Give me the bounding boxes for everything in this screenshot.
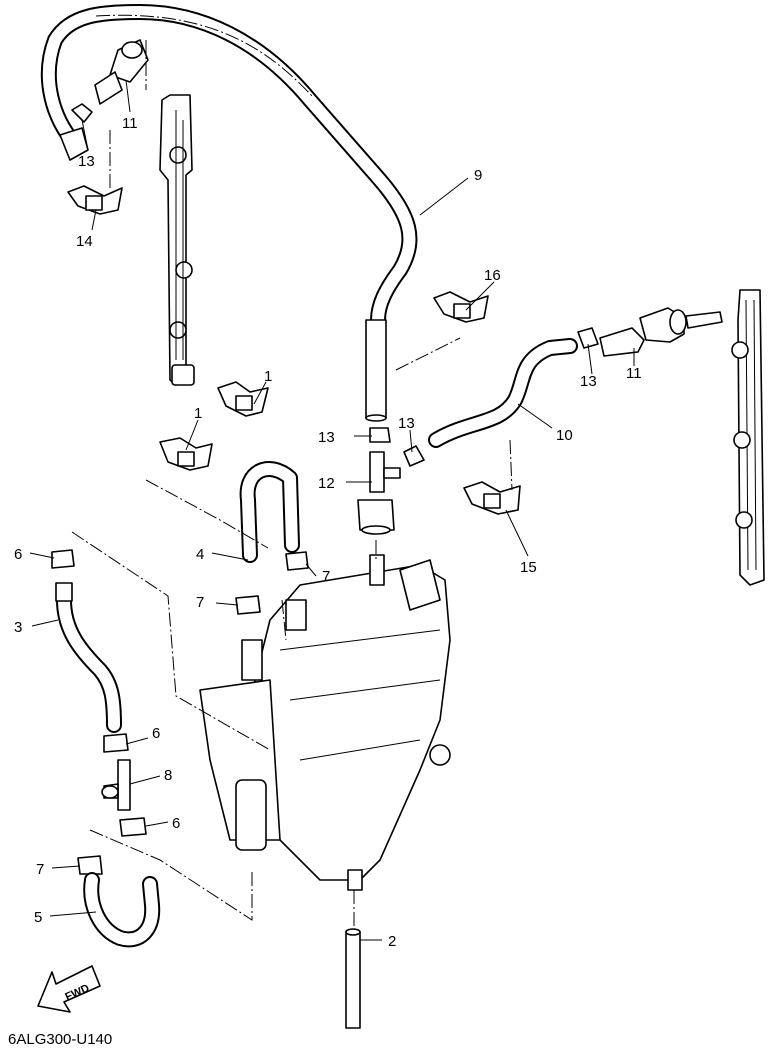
clamps-7-right bbox=[235, 551, 309, 615]
pipe-2 bbox=[345, 928, 361, 1029]
callout-6c: 6 bbox=[172, 815, 180, 832]
clamp-6-mid bbox=[103, 733, 129, 753]
callout-11b: 11 bbox=[626, 365, 642, 382]
hose-10 bbox=[428, 338, 578, 448]
callout-6a: 6 bbox=[14, 546, 22, 563]
callout-10: 10 bbox=[556, 427, 573, 444]
clamps-1 bbox=[159, 381, 269, 471]
callout-9: 9 bbox=[474, 167, 482, 184]
clamp-6-top bbox=[51, 549, 75, 569]
callout-13c: 13 bbox=[318, 429, 335, 446]
callout-15: 15 bbox=[520, 559, 537, 576]
callout-6b: 6 bbox=[152, 725, 160, 742]
hose-3 bbox=[55, 582, 122, 733]
callout-13a: 13 bbox=[78, 153, 95, 170]
fwd-arrow-icon: FWD bbox=[37, 965, 101, 1013]
left-fuel-rail bbox=[159, 94, 195, 386]
top-left-holder-14 bbox=[67, 185, 123, 215]
clips-13-right bbox=[369, 327, 599, 467]
clamp-7-left bbox=[77, 855, 103, 875]
callout-4: 4 bbox=[196, 546, 204, 563]
clamp-6-low bbox=[119, 817, 147, 837]
assembly-lines bbox=[71, 14, 513, 930]
callout-11a: 11 bbox=[122, 115, 138, 132]
top-left-connector-11 bbox=[94, 39, 149, 105]
callout-labels: 1 1 2 3 4 5 6 6 6 7 7 7 8 9 10 11 11 12 … bbox=[14, 115, 642, 950]
holder-15 bbox=[463, 481, 521, 515]
callout-7a: 7 bbox=[322, 568, 330, 585]
upper-left-hose bbox=[40, 4, 418, 422]
leader-lines bbox=[29, 79, 635, 941]
hose-5 bbox=[83, 872, 161, 948]
right-fuel-rail bbox=[731, 289, 765, 586]
joint-12 bbox=[357, 451, 401, 535]
callout-2: 2 bbox=[388, 933, 396, 950]
joint-8 bbox=[101, 759, 131, 811]
right-connector-11 bbox=[599, 307, 723, 357]
callout-7c: 7 bbox=[36, 861, 44, 878]
callout-7b: 7 bbox=[196, 594, 204, 611]
callout-12: 12 bbox=[318, 475, 335, 492]
hose-4 bbox=[239, 461, 300, 563]
callout-14: 14 bbox=[76, 233, 93, 250]
top-left-clip-13 bbox=[71, 103, 93, 123]
callout-13b: 13 bbox=[580, 373, 597, 390]
callout-8: 8 bbox=[164, 767, 172, 784]
vapor-separator bbox=[199, 554, 451, 891]
callout-5: 5 bbox=[34, 909, 42, 926]
callout-16: 16 bbox=[484, 267, 501, 284]
diagram-code: 6ALG300-U140 bbox=[8, 1031, 112, 1048]
holder-16 bbox=[433, 291, 489, 323]
callout-1b: 1 bbox=[194, 405, 202, 422]
callout-3: 3 bbox=[14, 619, 22, 636]
callout-1a: 1 bbox=[264, 368, 272, 385]
callout-13d: 13 bbox=[398, 415, 415, 432]
